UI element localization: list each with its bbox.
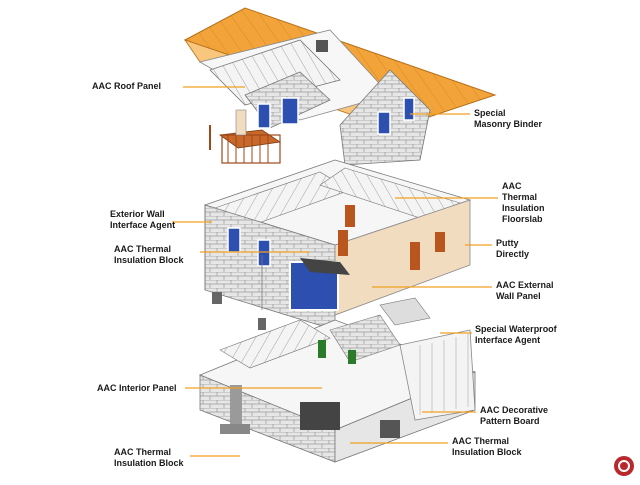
label-thermal-block-lower-left: AAC Thermal Insulation Block (114, 447, 184, 468)
leader-lines (172, 86, 498, 457)
label-exterior-agent: Exterior Wall Interface Agent (110, 209, 176, 230)
logo-watermark (614, 456, 634, 476)
roof-section (183, 7, 497, 166)
label-thermal-block-upper: AAC Thermal Insulation Block (114, 244, 184, 265)
label-external-wall-panel: AAC External Wall Panel (496, 280, 554, 301)
label-putty: Putty Directly (496, 238, 530, 259)
label-floorslab: AAC Thermal Insulation Floorslab (502, 181, 545, 224)
label-interior-panel: AAC Interior Panel (97, 383, 177, 393)
label-thermal-block-lower-right: AAC Thermal Insulation Block (452, 436, 522, 457)
label-masonry-binder: Special Masonry Binder (474, 108, 543, 129)
label-decorative-board: AAC Decorative Pattern Board (480, 405, 549, 426)
upper-floor-section (203, 159, 472, 331)
label-roof-panel: AAC Roof Panel (92, 81, 162, 91)
ground-floor-section (198, 297, 477, 463)
label-waterproof-agent: Special Waterproof Interface Agent (475, 324, 557, 345)
